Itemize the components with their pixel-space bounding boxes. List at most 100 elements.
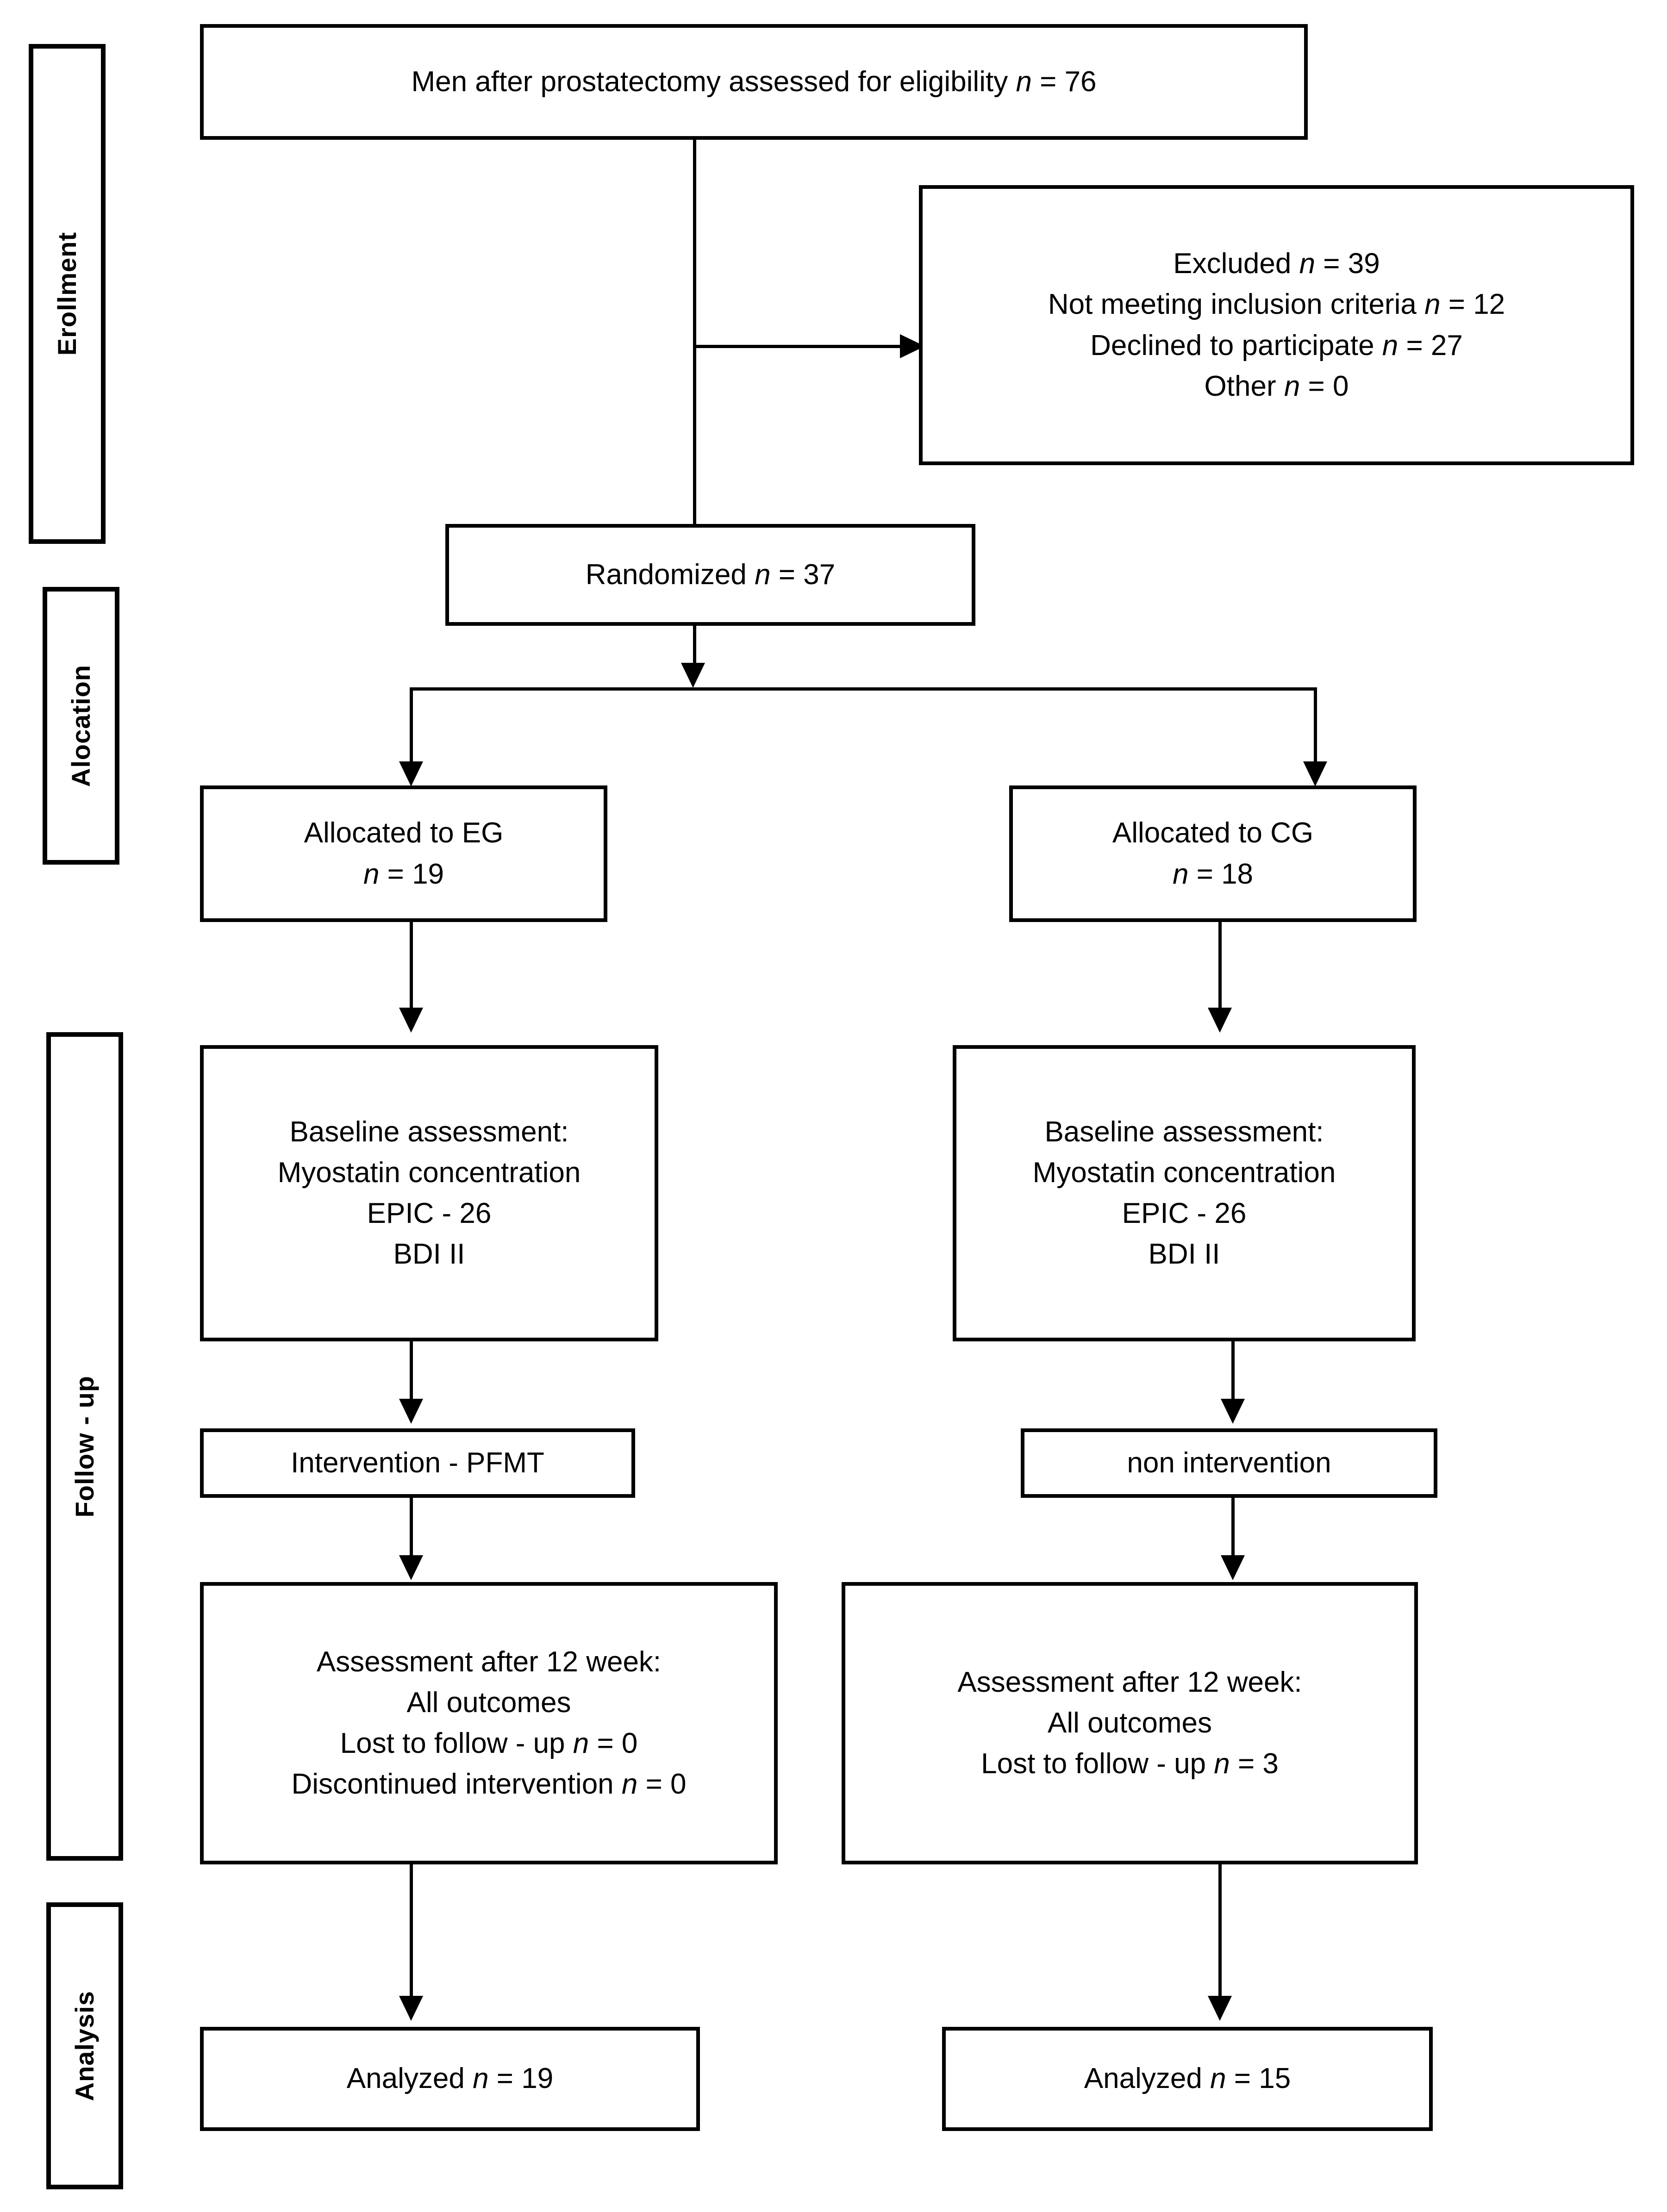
box-analyzed-cg: Analyzed n = 15: [942, 2027, 1433, 2131]
baseline-eg-line3: EPIC - 26: [367, 1197, 492, 1229]
excluded-declined-label: Declined to participate: [1090, 329, 1382, 361]
phase-bracket-enrollment: Erollment: [29, 44, 106, 544]
box-assessment-cg: Assessment after 12 week: All outcomes L…: [842, 1582, 1418, 1864]
phase-bracket-allocation: Alocation: [43, 587, 119, 865]
assess-eg-disc-label: Discontinued intervention: [291, 1768, 622, 1801]
assess-cg-line3: Lost to follow - up n = 3: [981, 1744, 1279, 1784]
arrowhead-interventionCG-to-assessCG: [1221, 1555, 1245, 1580]
arrowhead-assessCG-to-analyzedCG: [1208, 1996, 1232, 2021]
phase-label-enrollment: Erollment: [52, 232, 81, 356]
arrowhead-randomized-down: [681, 663, 705, 688]
eligibility-n-symbol: n: [1016, 65, 1032, 98]
excluded-line-total: Excluded n = 39: [1173, 243, 1380, 284]
fork-bar-allocation: [410, 687, 1317, 691]
assess-cg-lost-label: Lost to follow - up: [981, 1748, 1214, 1780]
connector-interventionCG-to-assessCG: [1231, 1498, 1235, 1558]
excluded-other-n-symbol: n: [1284, 370, 1300, 402]
box-baseline-cg: Baseline assessment: Myostatin concentra…: [953, 1045, 1416, 1341]
connector-baselineCG-to-interventionCG: [1231, 1341, 1235, 1402]
baseline-cg-line4: BDI II: [1148, 1238, 1220, 1271]
box-intervention-cg: non intervention: [1021, 1428, 1437, 1498]
connector-fork-left: [410, 687, 413, 771]
analyzed-cg-n-value: = 15: [1226, 2062, 1291, 2095]
alloc-eg-n-value: = 19: [379, 858, 444, 890]
baseline-cg-line1: Baseline assessment:: [1044, 1115, 1324, 1148]
box-randomized: Randomized n = 37: [445, 524, 975, 626]
arrowhead-fork-right: [1303, 761, 1327, 786]
alloc-eg-line2: n = 19: [363, 854, 444, 895]
analyzed-eg-line: Analyzed n = 19: [347, 2062, 553, 2096]
box-assessment-eg: Assessment after 12 week: All outcomes L…: [200, 1582, 778, 1864]
connector-to-excluded: [693, 345, 905, 348]
baseline-cg-line2: Myostatin concentration: [1032, 1156, 1336, 1189]
arrowhead-baselineEG-to-interventionEG: [399, 1399, 423, 1424]
excluded-total-label: Excluded: [1173, 248, 1299, 280]
eligibility-n-value: = 76: [1031, 65, 1097, 98]
arrowhead-assessEG-to-analyzedEG: [399, 1996, 423, 2021]
alloc-eg-line1: Allocated to EG: [304, 817, 504, 849]
connector-interventionEG-to-assessEG: [410, 1498, 413, 1558]
excluded-line-other: Other n = 0: [1205, 366, 1349, 407]
connector-assessCG-to-analyzedCG: [1218, 1864, 1222, 1999]
phase-label-analysis: Analysis: [70, 1990, 99, 2101]
connector-baselineEG-to-interventionEG: [410, 1341, 413, 1402]
connector-eligibility-down: [693, 140, 696, 524]
excluded-criteria-n-symbol: n: [1424, 288, 1441, 321]
connector-allocEG-to-baselineEG: [410, 922, 413, 1015]
assess-eg-line4: Discontinued intervention n = 0: [291, 1764, 686, 1805]
baseline-cg-line3: EPIC - 26: [1122, 1197, 1247, 1229]
alloc-cg-n-value: = 18: [1188, 858, 1254, 890]
alloc-cg-n-symbol: n: [1172, 858, 1189, 890]
assess-cg-line2: All outcomes: [1048, 1707, 1212, 1739]
excluded-other-n-value: = 0: [1300, 370, 1349, 402]
box-eligibility: Men after prostatectomy assessed for eli…: [200, 24, 1308, 140]
excluded-declined-n-value: = 27: [1398, 329, 1463, 361]
baseline-eg-line1: Baseline assessment:: [289, 1115, 569, 1148]
randomized-label: Randomized: [585, 558, 755, 591]
assess-eg-lost-n-symbol: n: [573, 1727, 589, 1759]
excluded-line-declined: Declined to participate n = 27: [1090, 325, 1463, 366]
assess-cg-lost-n-value: = 3: [1230, 1748, 1279, 1780]
analyzed-cg-n-symbol: n: [1210, 2062, 1226, 2095]
eligibility-line: Men after prostatectomy assessed for eli…: [411, 62, 1096, 102]
randomized-line: Randomized n = 37: [586, 555, 835, 595]
connector-fork-right: [1314, 687, 1317, 771]
analyzed-cg-line: Analyzed n = 15: [1084, 2062, 1291, 2096]
phase-label-followup: Follow - up: [70, 1375, 99, 1518]
arrowhead-interventionEG-to-assessEG: [399, 1555, 423, 1580]
arrowhead-fork-left: [399, 761, 423, 786]
connector-randomized-down: [693, 626, 696, 667]
assess-eg-lost-label: Lost to follow - up: [340, 1727, 573, 1759]
box-analyzed-eg: Analyzed n = 19: [200, 2027, 700, 2131]
analyzed-eg-label: Analyzed: [346, 2062, 473, 2095]
analyzed-cg-label: Analyzed: [1084, 2062, 1211, 2095]
randomized-n-value: = 37: [770, 558, 836, 591]
excluded-other-label: Other: [1204, 370, 1284, 402]
arrowhead-allocCG-to-baselineCG: [1208, 1008, 1232, 1033]
assess-eg-disc-n-value: = 0: [637, 1768, 687, 1801]
arrowhead-baselineCG-to-interventionCG: [1221, 1399, 1245, 1424]
excluded-criteria-n-value: = 12: [1440, 288, 1505, 321]
intervention-eg-label: Intervention - PFMT: [291, 1446, 544, 1479]
assess-eg-line3: Lost to follow - up n = 0: [340, 1723, 638, 1764]
assess-eg-line2: All outcomes: [406, 1686, 571, 1719]
connector-allocCG-to-baselineCG: [1218, 922, 1222, 1015]
eligibility-text: Men after prostatectomy assessed for eli…: [411, 65, 1016, 98]
assess-cg-line1: Assessment after 12 week:: [957, 1666, 1302, 1698]
excluded-criteria-label: Not meeting inclusion criteria: [1048, 288, 1425, 321]
excluded-line-criteria: Not meeting inclusion criteria n = 12: [1048, 284, 1505, 325]
assess-eg-disc-n-symbol: n: [621, 1768, 638, 1801]
assess-cg-lost-n-symbol: n: [1214, 1748, 1230, 1780]
baseline-eg-line4: BDI II: [393, 1238, 465, 1271]
phase-bracket-followup: Follow - up: [46, 1032, 123, 1861]
alloc-cg-line1: Allocated to CG: [1112, 817, 1314, 849]
assess-eg-line1: Assessment after 12 week:: [316, 1645, 662, 1678]
box-intervention-eg: Intervention - PFMT: [200, 1428, 635, 1498]
baseline-eg-line2: Myostatin concentration: [277, 1156, 581, 1189]
alloc-cg-line2: n = 18: [1173, 854, 1253, 895]
box-allocated-cg: Allocated to CG n = 18: [1009, 785, 1417, 922]
box-baseline-eg: Baseline assessment: Myostatin concentra…: [200, 1045, 658, 1341]
alloc-eg-n-symbol: n: [363, 858, 380, 890]
assess-eg-lost-n-value: = 0: [589, 1727, 638, 1759]
